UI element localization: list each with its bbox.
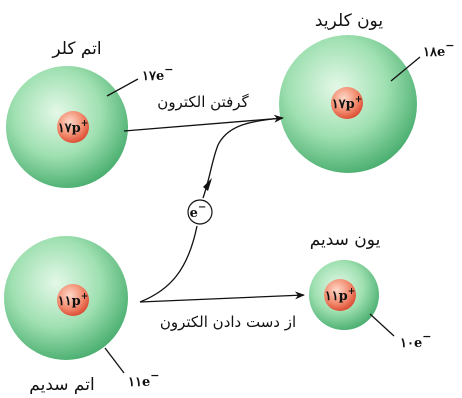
sodium-nucleus-sup: +: [81, 292, 89, 302]
svg-text:۱۷p+: ۱۷p+: [332, 95, 363, 112]
electron-circle: [187, 199, 213, 225]
sodium-ion: ۱۱p+ یون سدیم ۱۰e−: [309, 230, 431, 351]
chloride-electron-pointer: [390, 56, 421, 82]
chloride-electron-count: ۱۸e: [423, 45, 445, 60]
svg-text:e−: e−: [190, 202, 207, 221]
sodium-ion-nucleus: [324, 279, 356, 311]
sodium-ion-nucleus-sup: +: [348, 287, 356, 297]
sodium-ion-electron-pointer: [369, 313, 395, 337]
sodium-nucleus-label: ۱۱p: [58, 294, 81, 309]
sodium-electron-count: ۱۱e: [128, 375, 150, 390]
sodium-electron-pointer: [104, 347, 125, 374]
chloride-nucleus-sup: +: [355, 95, 363, 105]
chlorine-nucleus-sup: +: [81, 119, 89, 129]
svg-text:۱۸e−: ۱۸e−: [423, 39, 454, 60]
svg-text:۱۷e−: ۱۷e−: [142, 63, 173, 84]
loss-arrow-label: از دست دادن الکترون: [160, 313, 296, 331]
electron-loss-arrow: از دست دادن الکترون: [139, 291, 305, 331]
sodium-electron-sup: −: [150, 369, 159, 382]
chloride-electron-sup: −: [445, 39, 454, 52]
sodium-atom: ۱۱p+ ۱۱e− اتم سدیم: [4, 236, 159, 395]
chloride-nucleus: [331, 87, 363, 119]
svg-text:۱۰e−: ۱۰e−: [400, 330, 431, 351]
electron-transfer-path: e−: [139, 117, 283, 303]
gain-arrow-line: [123, 114, 284, 132]
chlorine-atom: ۱۷p+ اتم کلر ۱۷e−: [6, 39, 173, 188]
svg-text:۱۱p+: ۱۱p+: [325, 287, 356, 304]
chloride-nucleus-label: ۱۷p: [332, 97, 355, 112]
sodium-ion-electron-count: ۱۰e: [400, 336, 422, 351]
loss-arrow-line: [139, 291, 305, 303]
gain-arrow-label: گرفتن الکترون: [157, 93, 249, 111]
chlorine-atom-label: اتم کلر: [51, 39, 101, 59]
svg-text:۱۱e−: ۱۱e−: [128, 369, 159, 390]
electron-gain-arrow: گرفتن الکترون: [123, 93, 284, 132]
sodium-ion-electron-sup: −: [422, 330, 431, 343]
sodium-ion-nucleus-label: ۱۱p: [325, 289, 348, 304]
chloride-ion: ۱۷p+ یون کلرید ۱۸e−: [279, 11, 454, 173]
svg-text:۱۱p+: ۱۱p+: [58, 292, 89, 309]
transfer-mid-arrowhead: [203, 178, 212, 191]
electron-symbol: e: [190, 206, 198, 221]
svg-text:۱۷p+: ۱۷p+: [58, 119, 89, 136]
chlorine-electron-count: ۱۷e: [142, 69, 164, 84]
sodium-ion-label: یون سدیم: [310, 230, 381, 250]
sodium-atom-label: اتم سدیم: [29, 375, 94, 395]
chlorine-electron-sup: −: [164, 63, 173, 76]
chlorine-electron-pointer: [106, 78, 139, 97]
transfer-curve-lower: [139, 225, 198, 303]
electron-sup: −: [198, 202, 206, 213]
chloride-ion-label: یون کلرید: [315, 11, 383, 31]
transfer-curve-upper: [202, 117, 283, 199]
chlorine-nucleus-label: ۱۷p: [58, 121, 81, 136]
chlorine-nucleus: [57, 111, 89, 143]
sodium-nucleus: [57, 284, 89, 316]
